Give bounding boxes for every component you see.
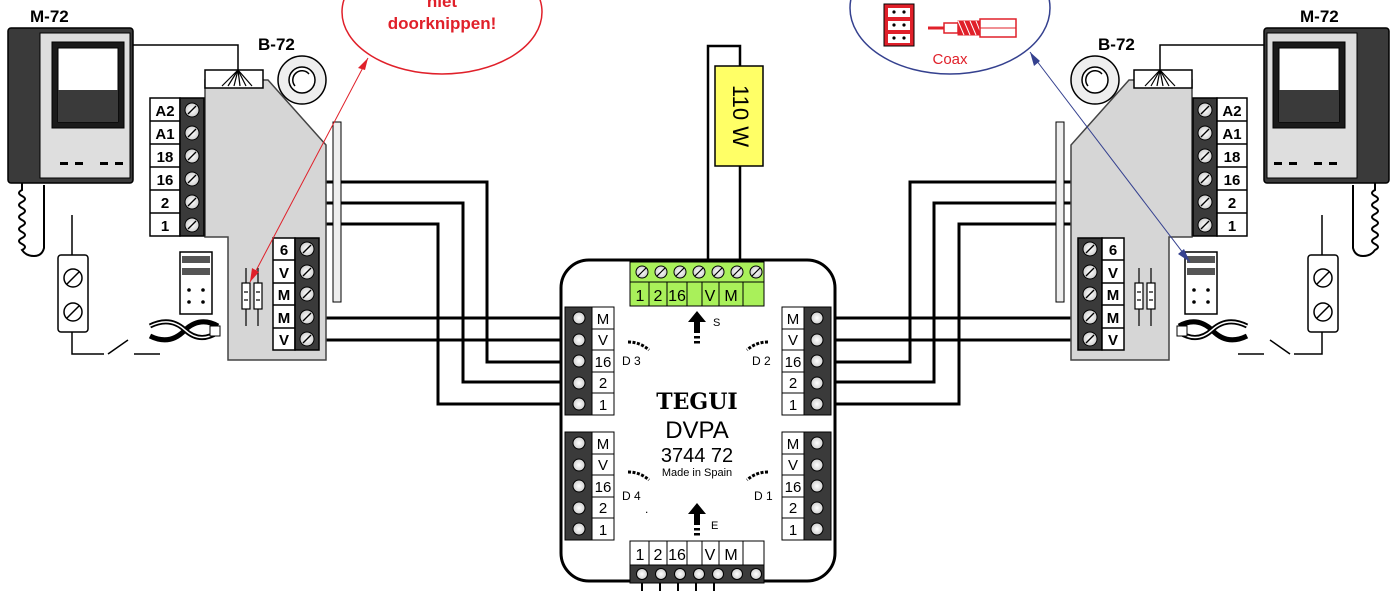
dvpa-d4-term-1: 1	[599, 522, 607, 539]
left-term-18: 18	[157, 149, 174, 166]
left-callout-line1: niet	[427, 0, 458, 11]
dvpa-d2-term-m: M	[787, 311, 800, 328]
dvpa-d1-term-v: V	[788, 457, 798, 474]
right-vterm-m2: M	[1107, 310, 1120, 327]
left-main-terminals: A2 A1 18 16 2 1	[149, 97, 205, 237]
dvpa-bottom-term-m: M	[724, 547, 737, 564]
dvpa-d3-label: D 3	[622, 354, 641, 368]
dvpa-d4-term-16: 16	[595, 479, 612, 496]
dvpa-brand: TEGUI	[656, 389, 737, 415]
left-video-terminals: 6 V M M V	[272, 237, 320, 351]
dvpa-d3-block: M V 16 2 1	[564, 306, 615, 416]
left-monitor	[7, 27, 134, 258]
right-callout-text: Coax	[932, 51, 968, 68]
left-term-a2: A2	[155, 103, 174, 120]
right-video-terminals: 6 V M M V	[1077, 237, 1125, 351]
left-monitor-label: M-72	[30, 7, 69, 26]
dvpa-d1-block: M V 16 2 1	[781, 431, 832, 541]
right-term-1: 1	[1228, 218, 1236, 235]
left-callout: niet doorknippen!	[249, 0, 543, 283]
left-vterm-v2: V	[279, 332, 289, 349]
dvpa-d4-term-m: M	[597, 436, 610, 453]
curve-arrow-icon-d3	[627, 340, 650, 352]
dvpa-d1-term-2: 2	[789, 500, 797, 517]
dvpa-origin: Made in Spain	[662, 467, 732, 479]
right-vterm-v1: V	[1108, 265, 1118, 282]
left-vterm-v1: V	[279, 265, 289, 282]
right-term-2: 2	[1228, 195, 1236, 212]
dvpa-top-term-2: 2	[654, 288, 663, 305]
dvpa-dot: .	[645, 502, 648, 516]
dvpa-d1-term-16: 16	[785, 479, 802, 496]
right-term-a1: A1	[1222, 126, 1241, 143]
left-door-button	[57, 254, 89, 333]
dvpa-d2-term-v: V	[788, 332, 798, 349]
curve-arrow-icon-d4	[627, 470, 650, 482]
dvpa-d4-label: D 4	[622, 489, 641, 503]
dvpa-d2-term-1: 1	[789, 397, 797, 414]
dvpa-d3-term-m: M	[597, 311, 610, 328]
power-label: 110 W	[728, 85, 753, 147]
arrow-up-icon-e	[688, 503, 706, 536]
left-vterm-m1: M	[278, 287, 291, 304]
power-supply: 110 W	[714, 65, 764, 167]
dvpa-s-label: S	[713, 317, 720, 329]
dvpa-d2-label: D 2	[752, 354, 771, 368]
left-vterm-6: 6	[280, 242, 288, 259]
left-term-a1: A1	[155, 126, 174, 143]
left-term-2: 2	[161, 195, 169, 212]
right-term-16: 16	[1224, 172, 1241, 189]
dvpa-d4-term-v: V	[598, 457, 608, 474]
left-term-16: 16	[157, 172, 174, 189]
arrow-up-icon-s	[688, 311, 706, 344]
right-monitor	[1263, 27, 1390, 258]
dvpa-d4-block: M V 16 2 1	[564, 431, 615, 541]
coax-cable-icon	[928, 18, 1017, 38]
right-term-a2: A2	[1222, 103, 1241, 120]
right-board-label: B-72	[1098, 35, 1135, 54]
dvpa-unit: 1 2 16 V M 1 2 16 V M	[559, 258, 837, 584]
dvpa-bottom-term-16: 16	[668, 547, 686, 564]
dvpa-e-label: E	[711, 520, 718, 532]
dvpa-code: 3744 72	[661, 445, 733, 467]
right-main-terminals: A2 A1 18 16 2 1	[1192, 97, 1248, 237]
dvpa-d3-term-16: 16	[595, 354, 612, 371]
dvpa-bottom-term-v: V	[705, 547, 716, 564]
curve-arrow-icon-d2	[746, 340, 769, 352]
right-monitor-label: M-72	[1300, 7, 1339, 26]
dvpa-d2-term-2: 2	[789, 375, 797, 392]
left-vterm-m2: M	[278, 310, 291, 327]
dvpa-d1-label: D 1	[754, 489, 773, 503]
dvpa-d3-term-v: V	[598, 332, 608, 349]
dvpa-top-term-m: M	[724, 288, 737, 305]
dvpa-d1-term-1: 1	[789, 522, 797, 539]
right-callout: Coax	[849, 0, 1191, 263]
dvpa-d2-term-16: 16	[785, 354, 802, 371]
dvpa-top-term-v: V	[705, 288, 716, 305]
dvpa-d4-term-2: 2	[599, 500, 607, 517]
dvpa-bottom-term-2: 2	[654, 547, 663, 564]
left-board-label: B-72	[258, 35, 295, 54]
dvpa-d3-term-2: 2	[599, 375, 607, 392]
curve-arrow-icon-d1	[746, 470, 769, 482]
dvpa-bottom-term-1: 1	[636, 547, 645, 564]
dvpa-d2-block: M V 16 2 1	[781, 306, 832, 416]
dvpa-model: DVPA	[665, 417, 729, 444]
right-vterm-m1: M	[1107, 287, 1120, 304]
dvpa-top-term-1: 1	[636, 288, 645, 305]
right-term-18: 18	[1224, 149, 1241, 166]
dvpa-d3-term-1: 1	[599, 397, 607, 414]
left-term-1: 1	[161, 218, 169, 235]
right-vterm-v2: V	[1108, 332, 1118, 349]
right-door-button	[1307, 254, 1339, 333]
dvpa-top-term-16: 16	[668, 288, 686, 305]
dvpa-d1-term-m: M	[787, 436, 800, 453]
left-callout-line2: doorknippen!	[388, 14, 497, 33]
jumper-icon	[883, 3, 915, 47]
right-vterm-6: 6	[1109, 242, 1117, 259]
